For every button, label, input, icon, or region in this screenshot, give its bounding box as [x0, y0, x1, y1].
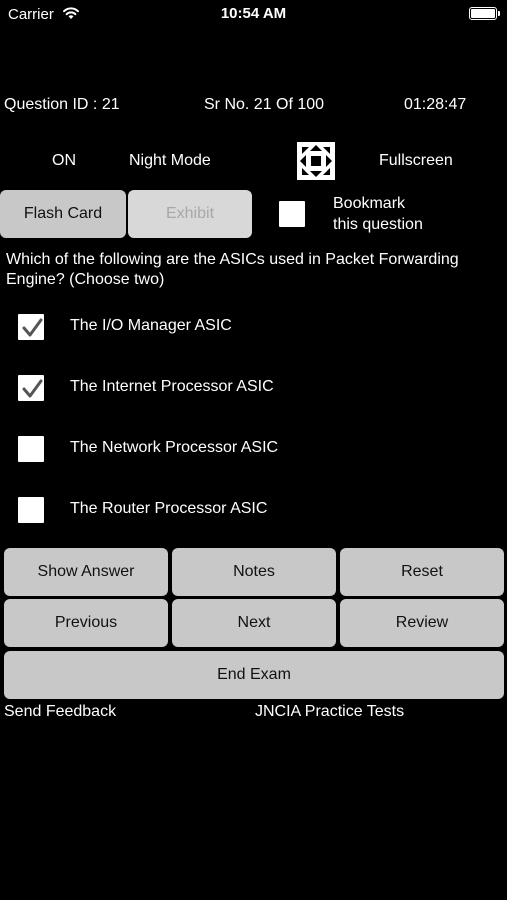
review-button[interactable]: Review [340, 599, 504, 647]
checkmark-icon [22, 379, 43, 398]
flash-card-button[interactable]: Flash Card [0, 190, 126, 238]
status-time: 10:54 AM [220, 5, 287, 22]
bookmark-label-line2: this question [333, 216, 423, 233]
option-4-label: The Router Processor ASIC [70, 500, 268, 517]
app-name-link[interactable]: JNCIA Practice Tests [255, 703, 405, 720]
exam-timer: 01:28:47 [404, 96, 467, 113]
night-mode-state[interactable]: ON [52, 152, 76, 169]
option-4-checkbox[interactable] [16, 495, 46, 525]
option-3-checkbox[interactable] [16, 434, 46, 464]
option-2[interactable]: The Internet Processor ASIC [16, 373, 496, 405]
previous-button[interactable]: Previous [4, 599, 168, 647]
reset-button[interactable]: Reset [340, 548, 504, 596]
option-3-label: The Network Processor ASIC [70, 439, 279, 456]
end-exam-button[interactable]: End Exam [4, 651, 504, 699]
option-3[interactable]: The Network Processor ASIC [16, 434, 496, 466]
night-mode-label: Night Mode [129, 152, 211, 169]
next-button[interactable]: Next [172, 599, 336, 647]
fullscreen-icon[interactable] [297, 142, 335, 180]
notes-button[interactable]: Notes [172, 548, 336, 596]
battery-icon [469, 7, 500, 20]
question-id: Question ID : 21 [4, 96, 120, 113]
option-4[interactable]: The Router Processor ASIC [16, 495, 496, 527]
exhibit-button: Exhibit [128, 190, 252, 238]
serial-number: Sr No. 21 Of 100 [204, 96, 325, 113]
wifi-icon [63, 7, 79, 19]
carrier-label: Carrier [8, 6, 54, 23]
status-bar: Carrier 10:54 AM [0, 0, 507, 28]
fullscreen-label: Fullscreen [379, 152, 453, 169]
option-1[interactable]: The I/O Manager ASIC [16, 312, 496, 344]
show-answer-button[interactable]: Show Answer [4, 548, 168, 596]
send-feedback-link[interactable]: Send Feedback [4, 703, 117, 720]
checkmark-icon [22, 318, 43, 337]
option-1-checkbox[interactable] [16, 312, 46, 342]
option-2-checkbox[interactable] [16, 373, 46, 403]
bookmark-label: Bookmark this question [333, 193, 423, 235]
option-1-label: The I/O Manager ASIC [70, 317, 232, 334]
bookmark-label-line1: Bookmark [333, 195, 406, 212]
option-2-label: The Internet Processor ASIC [70, 378, 274, 395]
question-text: Which of the following are the ASICs use… [6, 251, 459, 288]
bookmark-checkbox[interactable] [277, 199, 307, 229]
